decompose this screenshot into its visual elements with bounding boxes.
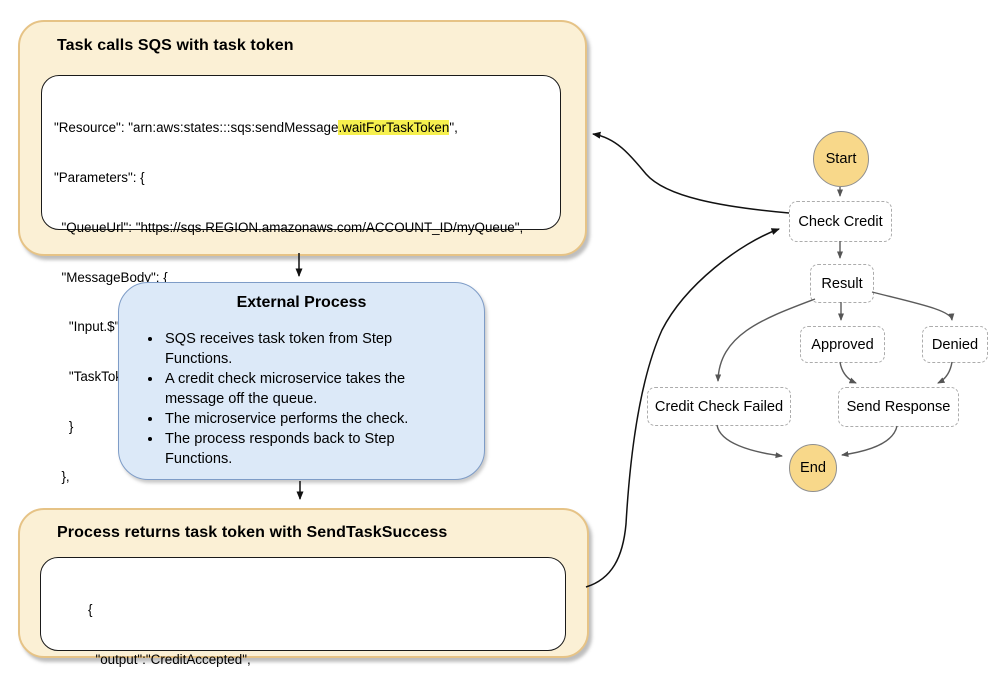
external-process-title: External Process — [236, 294, 367, 311]
code-text: ", — [449, 120, 458, 136]
flow-node-start: Start — [813, 131, 869, 187]
code-text: "Parameters": { — [54, 169, 145, 185]
code-line: "QueueUrl": "https://sqs.REGION.amazonaw… — [54, 220, 560, 237]
flow-node-denied: Denied — [922, 326, 988, 363]
arrow-denied-to-send — [937, 361, 953, 384]
flow-node-credit-check-failed: Credit Check Failed — [647, 387, 791, 426]
external-process-box: External Process SQS receives task token… — [118, 282, 485, 480]
code-text: "Resource": "arn:aws:states:::sqs:sendMe… — [54, 120, 339, 136]
flow-node-result: Result — [810, 264, 874, 303]
code-line: "Resource": "arn:aws:states:::sqs:sendMe… — [54, 120, 560, 137]
code-line: }, — [54, 469, 560, 486]
task-calls-sqs-box: Task calls SQS with task token "Resource… — [18, 20, 587, 484]
code-text: "MessageBody": { — [54, 269, 168, 285]
bullet-item: The microservice performs the check. — [163, 409, 457, 429]
send-task-success-box: Process returns task token with SendTask… — [18, 508, 589, 667]
flow-node-send-response: Send Response — [838, 387, 959, 427]
code-line: "output":"CreditAccepted", — [88, 652, 565, 669]
highlighted-code: .waitForTaskToken — [338, 120, 450, 136]
bullet-item: SQS receives task token from Step Functi… — [163, 329, 457, 369]
flow-node-check-credit: Check Credit — [789, 201, 892, 242]
code-text: "QueueUrl": "https://sqs.REGION.amazonaw… — [54, 219, 524, 235]
arrow-checkcredit-to-box1 — [592, 131, 790, 214]
code-line: "Parameters": { — [54, 170, 560, 187]
external-process-bullet-list: SQS receives task token from Step Functi… — [119, 329, 484, 469]
code-line: "MessageBody": { — [54, 270, 560, 287]
flow-node-end: End — [789, 444, 837, 492]
box1-title: Task calls SQS with task token — [57, 37, 294, 54]
flow-node-approved: Approved — [800, 326, 885, 363]
code-text: "output":"CreditAccepted", — [88, 651, 251, 667]
code-text: }, — [54, 468, 70, 484]
code-text: } — [54, 418, 74, 434]
code-line: { — [88, 602, 565, 619]
arrow-send-to-end — [841, 425, 898, 458]
box1-code-snippet: "Resource": "arn:aws:states:::sqs:sendMe… — [41, 75, 561, 484]
box2-title: Process returns task token with SendTask… — [57, 524, 448, 541]
arrow-ccf-to-end — [716, 424, 783, 459]
code-text: { — [88, 602, 93, 618]
bullet-item: A credit check microservice takes the me… — [163, 369, 457, 409]
arrow-result-to-denied — [871, 291, 955, 321]
box2-code-snippet: { "output":"CreditAccepted", "taskToken"… — [40, 557, 566, 667]
arrow-approved-to-send — [839, 361, 857, 384]
bullet-item: The process responds back to Step Functi… — [163, 429, 457, 469]
code-line: } — [54, 419, 560, 436]
